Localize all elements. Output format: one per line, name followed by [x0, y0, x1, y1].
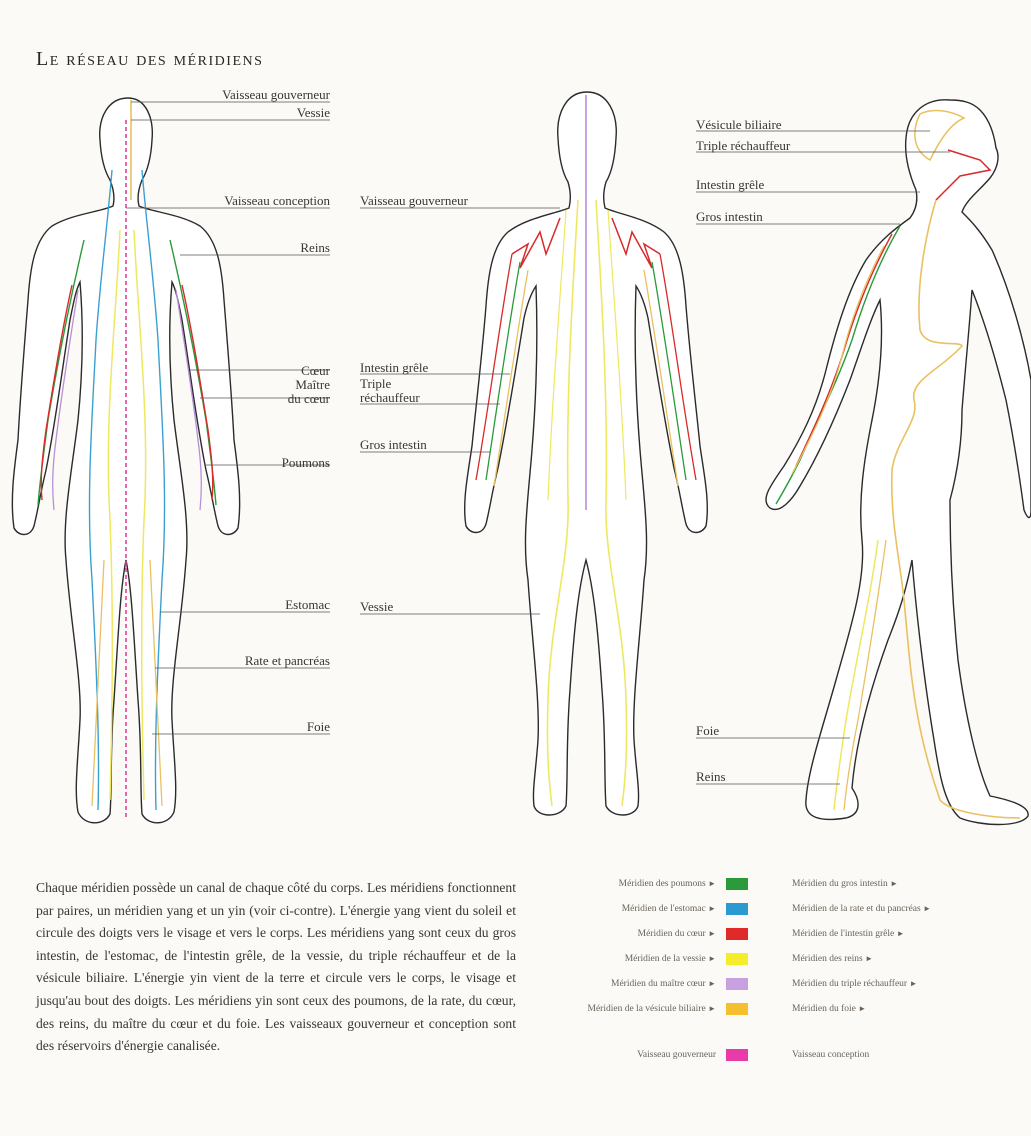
legend-swatch-pink [726, 1049, 748, 1061]
front-figure: Vaisseau gouverneur Vessie Vaisseau conc… [12, 87, 330, 823]
front-label-poumons: Poumons [282, 455, 330, 470]
legend-left-1-label: Méridien de l'estomac [622, 904, 706, 914]
legend-left-0: Méridien des poumons ► [520, 879, 716, 889]
legend-right-3: Méridien des reins ► [792, 954, 982, 964]
legend-left-3-label: Méridien de la vessie [625, 954, 706, 964]
legend-arrow-icon: ► [708, 1004, 716, 1013]
side-label-reins: Reins [696, 769, 726, 784]
legend-arrow-icon: ► [923, 904, 931, 913]
back-label-gros-intestin: Gros intestin [360, 437, 427, 452]
legend-arrow-icon: ► [897, 929, 905, 938]
front-label-rate: Rate et pancréas [245, 653, 330, 668]
side-label-gros-intestin: Gros intestin [696, 209, 763, 224]
front-label-vaisseau-conception: Vaisseau conception [224, 193, 330, 208]
legend-arrow-icon: ► [708, 904, 716, 913]
legend-left-4-label: Méridien du maître cœur [611, 979, 706, 989]
legend-left-1: Méridien de l'estomac ► [520, 904, 716, 914]
side-label-triple: Triple réchauffeur [696, 138, 791, 153]
legend-arrow-icon: ► [890, 879, 898, 888]
legend-arrow-icon: ► [909, 979, 917, 988]
legend-right-3-label: Méridien des reins [792, 954, 863, 964]
front-label-maitre-2: du cœur [288, 391, 331, 406]
front-label-vaisseau-gouverneur: Vaisseau gouverneur [222, 87, 331, 102]
description-paragraph: Chaque méridien possède un canal de chaq… [36, 877, 516, 1058]
legend-arrow-icon: ► [708, 979, 716, 988]
legend-swatch-green [726, 878, 748, 890]
legend-right-4: Méridien du triple réchauffeur ► [792, 979, 982, 989]
legend-left-2: Méridien du cœur ► [520, 929, 716, 939]
back-label-vaisseau-gouverneur: Vaisseau gouverneur [360, 193, 469, 208]
front-label-vessie: Vessie [297, 105, 330, 120]
legend-right-0: Méridien du gros intestin ► [792, 879, 982, 889]
meridian-figures: Vaisseau gouverneur Vessie Vaisseau conc… [0, 0, 1031, 860]
back-label-triple-1: Triple [360, 376, 392, 391]
back-figure: Vaisseau gouverneur Intestin grêle Tripl… [360, 92, 707, 815]
legend-right-5-label: Méridien du foie [792, 1004, 856, 1014]
side-body-outline [766, 100, 1031, 825]
legend-left-3: Méridien de la vessie ► [520, 954, 716, 964]
side-label-foie: Foie [696, 723, 719, 738]
front-label-coeur: Cœur [301, 363, 331, 378]
legend-swatch-red [726, 928, 748, 940]
legend-swatch-yellow [726, 953, 748, 965]
legend-right-0-label: Méridien du gros intestin [792, 879, 888, 889]
legend-arrow-icon: ► [708, 954, 716, 963]
side-label-intestin-grele: Intestin grêle [696, 177, 764, 192]
side-label-vesicule: Vésicule biliaire [696, 117, 782, 132]
legend-vessel-right: Vaisseau conception [792, 1050, 982, 1060]
legend-swatch-gold [726, 1003, 748, 1015]
legend-right-2: Méridien de l'intestin grêle ► [792, 929, 982, 939]
legend-arrow-icon: ► [708, 879, 716, 888]
back-label-intestin-grele: Intestin grêle [360, 360, 428, 375]
legend-arrow-icon: ► [708, 929, 716, 938]
legend-vessel-left: Vaisseau gouverneur [520, 1050, 716, 1060]
legend-right-4-label: Méridien du triple réchauffeur [792, 979, 907, 989]
legend-right-2-label: Méridien de l'intestin grêle [792, 929, 894, 939]
legend-left-5-label: Méridien de la vésicule biliaire [588, 1004, 706, 1014]
legend-left-5: Méridien de la vésicule biliaire ► [520, 1004, 716, 1014]
legend-right-1-label: Méridien de la rate et du pancréas [792, 904, 921, 914]
front-label-maitre-1: Maître [295, 377, 330, 392]
front-label-estomac: Estomac [285, 597, 330, 612]
back-label-vessie: Vessie [360, 599, 393, 614]
legend-left-2-label: Méridien du cœur [638, 929, 706, 939]
front-label-reins: Reins [300, 240, 330, 255]
legend-left-0-label: Méridien des poumons [619, 879, 706, 889]
back-label-triple-2: réchauffeur [360, 390, 420, 405]
legend-swatch-lilac [726, 978, 748, 990]
legend-right-5: Méridien du foie ► [792, 1004, 982, 1014]
legend: Méridien des poumons ► Méridien du gros … [520, 875, 1010, 1075]
legend-arrow-icon: ► [858, 1004, 866, 1013]
legend-arrow-icon: ► [865, 954, 873, 963]
legend-right-1: Méridien de la rate et du pancréas ► [792, 904, 982, 914]
side-figure: Vésicule biliaire Triple réchauffeur Int… [696, 100, 1031, 825]
legend-swatch-blue [726, 903, 748, 915]
front-label-foie: Foie [307, 719, 330, 734]
legend-left-4: Méridien du maître cœur ► [520, 979, 716, 989]
